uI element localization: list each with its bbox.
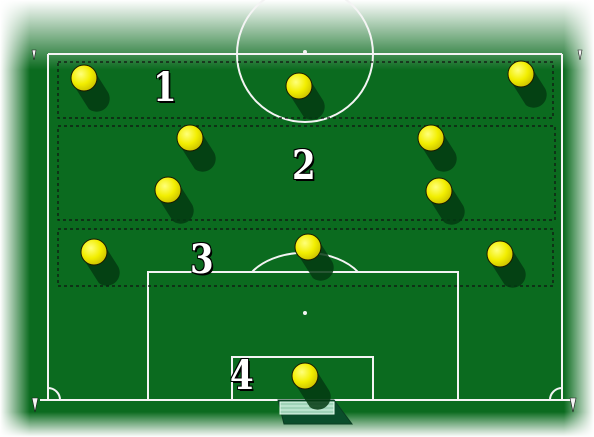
center-spot xyxy=(303,50,307,54)
player-marker xyxy=(295,234,321,260)
zone-3-label: 3 xyxy=(190,240,214,280)
player-marker xyxy=(177,125,203,151)
player-marker xyxy=(426,178,452,204)
player-marker xyxy=(418,125,444,151)
zone-4-label: 4 xyxy=(230,356,254,396)
zone-2-label: 2 xyxy=(292,146,316,186)
player-marker xyxy=(487,241,513,267)
player-marker xyxy=(508,61,534,87)
player-marker xyxy=(286,73,312,99)
player-marker xyxy=(71,65,97,91)
player-marker xyxy=(81,239,107,265)
pitch-fade-top xyxy=(0,0,594,70)
penalty-spot xyxy=(303,311,307,315)
player-marker xyxy=(292,363,318,389)
pitch-fade-right xyxy=(564,0,594,437)
zone-1-label: 1 xyxy=(153,68,177,108)
pitch-fade-left xyxy=(0,0,30,437)
player-marker xyxy=(155,177,181,203)
